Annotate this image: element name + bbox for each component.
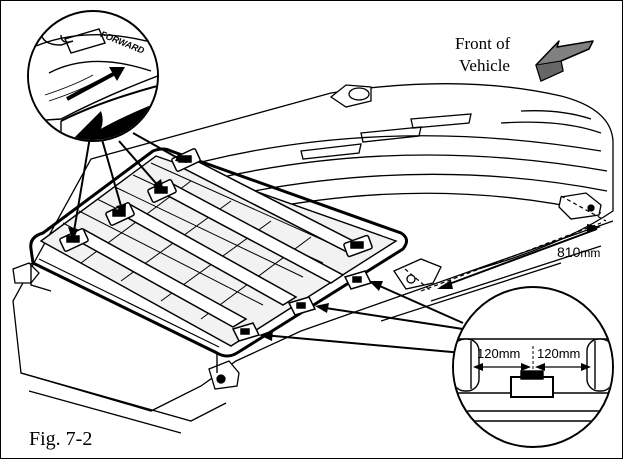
- dimension-810: [404, 195, 607, 292]
- leader-lines-forward: [72, 130, 184, 238]
- strap-buckles: [59, 148, 373, 258]
- buckle-5: [343, 234, 373, 258]
- dimension-810-label: 810mm: [557, 244, 600, 260]
- roof-rail-stand-rear: [329, 84, 372, 108]
- tie-down-straps: [69, 156, 363, 328]
- zoom-circle-forward-detail: FORWARD: [27, 10, 159, 142]
- zoom-circle-spacing-detail: 120mm 120mm: [452, 286, 614, 448]
- roof-rail-stand-middle: [393, 258, 442, 290]
- front-direction-arrow-icon: [535, 40, 594, 82]
- leader-arrowheads-forward: [68, 153, 187, 241]
- dimension-120-right-label: 120mm: [537, 346, 580, 361]
- front-of-vehicle-label-line1: Front of: [455, 34, 511, 53]
- dimension-810-arrowheads: [437, 224, 601, 289]
- dimension-120-arrowheads: [473, 363, 591, 371]
- front-of-vehicle-label-line2: Vehicle: [459, 56, 510, 75]
- dimension-120-left-label: 120mm: [477, 346, 520, 361]
- anchor-2: [287, 296, 317, 316]
- leader-lines-anchors: [262, 282, 464, 354]
- leader-arrowheads-anchors: [259, 281, 383, 341]
- forward-arrow-icon: [66, 67, 125, 101]
- figure-label: Fig. 7-2: [29, 428, 92, 450]
